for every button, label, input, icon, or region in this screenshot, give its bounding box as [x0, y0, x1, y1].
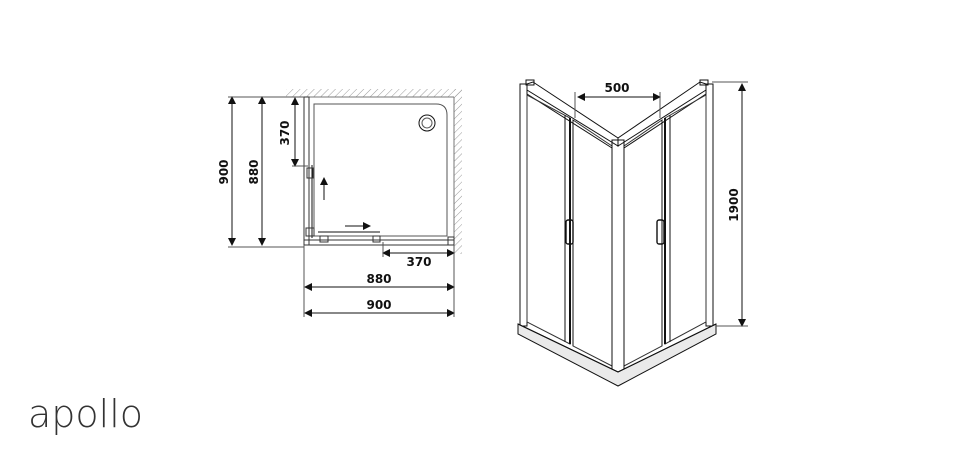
handle-left: [565, 219, 574, 245]
drain-icon: [418, 114, 436, 132]
shower-tray: [313, 103, 448, 237]
dim-label-370-bottom: 370: [406, 255, 431, 269]
brand-name: apollo: [28, 392, 144, 436]
base-tray: [517, 323, 717, 387]
plan-view: [228, 89, 462, 317]
dim-label-370-left: 370: [278, 120, 292, 145]
dim-label-1900: 1900: [727, 188, 741, 221]
handle-right: [656, 219, 665, 245]
dim-label-500: 500: [604, 81, 629, 95]
left-wall-profile: [519, 83, 528, 327]
dim-label-900-left: 900: [217, 159, 231, 184]
dim-label-880-bottom: 880: [366, 272, 391, 286]
right-wall-profile: [705, 83, 714, 327]
wall-top-hatch: [286, 89, 462, 97]
wall-right-hatch: [454, 89, 462, 254]
top-frame-right: [617, 81, 707, 147]
corner-post: [611, 139, 625, 373]
elevation-view: [517, 79, 748, 387]
dim-label-880-left: 880: [247, 159, 261, 184]
dim-label-900-bottom: 900: [366, 298, 391, 312]
